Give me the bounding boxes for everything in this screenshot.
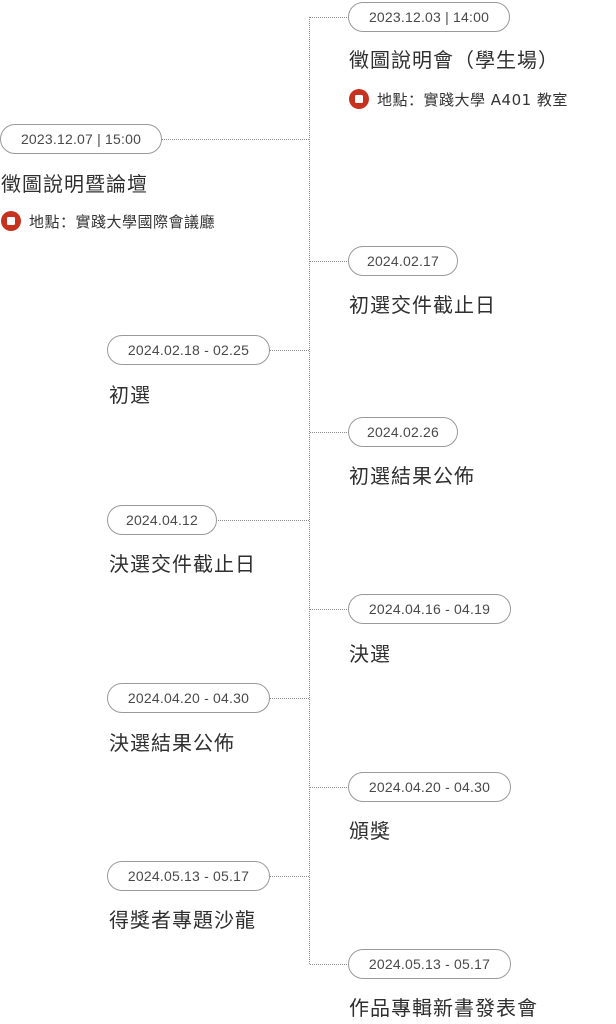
date-badge: 2024.02.17: [348, 246, 458, 276]
event-title: 初選: [109, 383, 151, 407]
event-title: 得獎者專題沙龍: [109, 908, 256, 932]
date-badge: 2024.02.26: [348, 417, 458, 447]
date-badge: 2024.04.20 - 04.30: [348, 772, 511, 802]
date-badge: 2024.05.13 - 05.17: [107, 861, 270, 891]
location-pin-icon: [349, 89, 369, 109]
date-badge: 2024.05.13 - 05.17: [348, 949, 511, 979]
event-location-text: 地點：實踐大學國際會議廳: [29, 212, 216, 231]
timeline-connector: [310, 261, 349, 262]
event-location: 地點：實踐大學 A401 教室: [349, 88, 568, 110]
timeline-connector: [269, 698, 309, 699]
timeline-connector: [216, 520, 309, 521]
timeline-connector: [269, 876, 309, 877]
location-pin-icon: [1, 211, 21, 231]
date-badge: 2024.04.12: [107, 505, 217, 535]
event-title: 徵圖說明暨論壇: [1, 172, 148, 196]
timeline-connector: [310, 964, 349, 965]
event-title: 徵圖說明會（學生場）: [349, 48, 559, 72]
timeline-connector: [310, 609, 349, 610]
date-badge: 2024.04.20 - 04.30: [107, 683, 270, 713]
timeline-connector: [310, 432, 349, 433]
date-badge: 2024.02.18 - 02.25: [107, 335, 270, 365]
timeline-connector: [161, 139, 309, 140]
event-title: 初選結果公佈: [349, 464, 475, 488]
event-location: 地點：實踐大學國際會議廳: [1, 210, 215, 232]
event-title: 決選交件截止日: [109, 552, 256, 576]
timeline-axis: [309, 17, 310, 964]
timeline-connector: [310, 787, 349, 788]
event-location-text: 地點：實踐大學 A401 教室: [377, 90, 568, 109]
event-title: 作品專輯新書發表會: [349, 996, 538, 1020]
event-title: 決選結果公佈: [109, 731, 235, 755]
date-badge: 2023.12.07 | 15:00: [0, 124, 162, 154]
date-badge: 2023.12.03 | 14:00: [348, 2, 510, 32]
event-title: 頒獎: [349, 819, 391, 843]
timeline-connector: [269, 350, 309, 351]
event-title: 初選交件截止日: [349, 293, 496, 317]
timeline-connector: [310, 17, 349, 18]
date-badge: 2024.04.16 - 04.19: [348, 594, 511, 624]
event-title: 決選: [349, 642, 391, 666]
